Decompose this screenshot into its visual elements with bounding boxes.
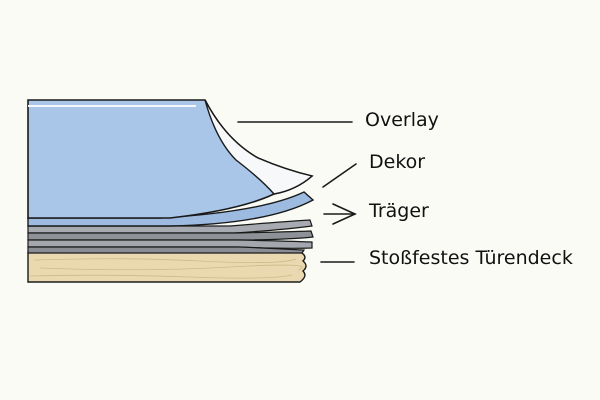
dekor-label: Dekor [369, 151, 426, 173]
overlay-label: Overlay [365, 109, 439, 131]
overlay-layer [27, 99, 314, 219]
door-deck-layer [27, 251, 307, 283]
door-deck-label: Stoßfestes Türendeck [369, 247, 573, 269]
dekor-leader-line [322, 163, 357, 188]
carrier-layer [27, 219, 314, 254]
decor-layer [27, 191, 315, 227]
leader-lines [237, 121, 357, 263]
traeger-label: Träger [369, 200, 429, 222]
